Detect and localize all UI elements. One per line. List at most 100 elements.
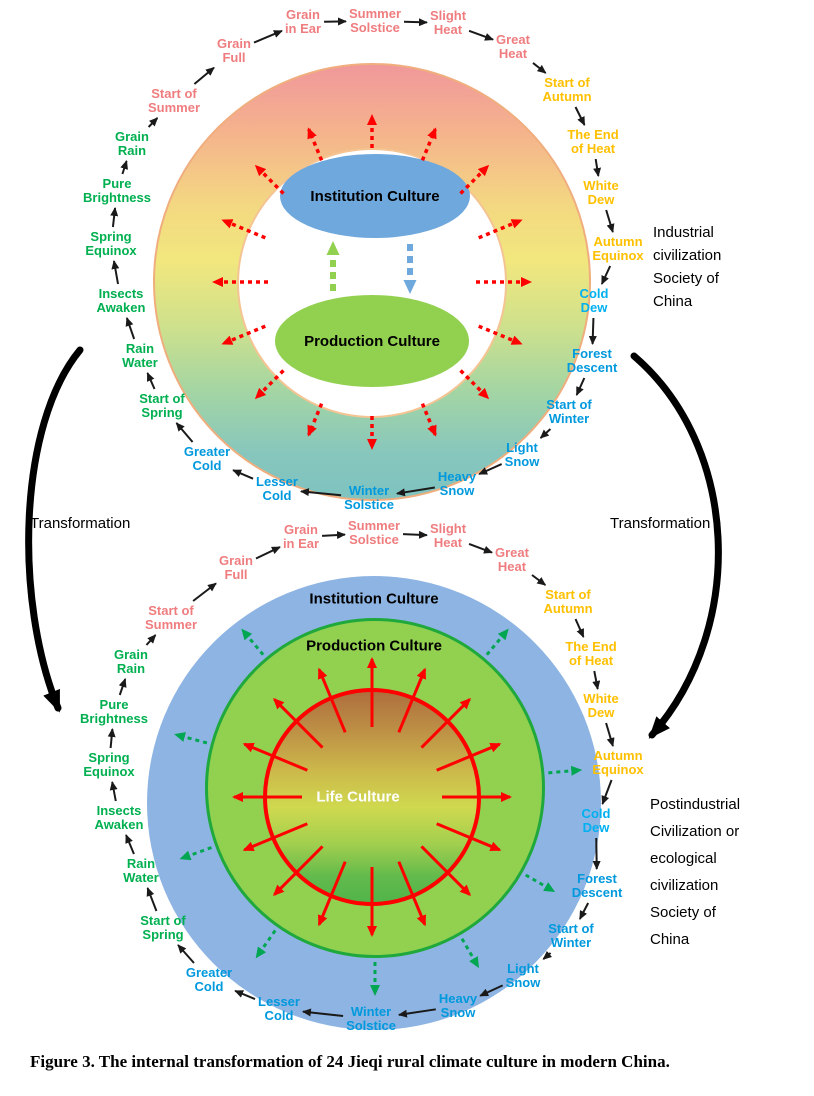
- transformation-label-left: Transformation: [30, 515, 131, 532]
- term-sequence-arrow: [588, 317, 597, 345]
- term-grain-rain-bottom: Grain Rain: [114, 647, 148, 676]
- term-start-of-winter-bottom: Start of Winter: [548, 921, 594, 950]
- term-sequence-arrow: [146, 372, 156, 390]
- term-sequence-arrow: [193, 66, 215, 85]
- industrial-society-label: Industrial civilization Society of China: [653, 224, 722, 310]
- term-greater-cold-bottom: Greater Cold: [185, 965, 233, 994]
- term-greater-cold-top: Greater Cold: [183, 444, 231, 473]
- term-grain-full-top: Grain Full: [217, 36, 251, 65]
- term-sequence-arrow: [468, 542, 493, 554]
- term-sequence-arrow: [107, 728, 116, 749]
- term-slight-heat-bottom: Slight Heat: [429, 521, 467, 550]
- term-start-of-autumn-top: Start of Autumn: [542, 75, 592, 104]
- term-spring-equinox-bottom: Spring Equinox: [83, 750, 135, 779]
- term-sequence-arrow: [146, 887, 158, 912]
- term-sequence-arrow: [592, 670, 601, 690]
- term-start-of-spring-top: Start of Spring: [139, 391, 185, 420]
- term-winter-solstice-bottom: Winter Solstice: [346, 1004, 396, 1033]
- term-forest-descent-top: Forest Descent: [566, 346, 618, 375]
- term-start-of-summer-bottom: Start of Summer: [144, 603, 198, 632]
- term-slight-heat-top: Slight Heat: [429, 8, 467, 37]
- term-sequence-arrow: [605, 722, 615, 747]
- institution-culture-label-top: Institution Culture: [310, 187, 440, 205]
- term-sequence-arrow: [145, 634, 157, 646]
- term-end-of-heat-bottom: The End of Heat: [565, 639, 617, 668]
- term-autumn-equinox-top: Autumn Equinox: [592, 234, 644, 263]
- term-grain-in-ear-top: Grain in Ear: [284, 7, 322, 36]
- term-light-snow-bottom: Light Snow: [505, 961, 541, 990]
- term-rain-water-top: Rain Water: [122, 341, 158, 370]
- term-pure-brightness-top: Pure Brightness: [83, 176, 151, 205]
- term-sequence-arrow: [192, 582, 217, 602]
- term-insects-awaken-top: Insects Awaken: [96, 286, 146, 315]
- term-summer-solstice-top: Summer Solstice: [348, 6, 402, 35]
- term-start-of-winter-top: Start of Winter: [546, 397, 592, 426]
- term-sequence-arrow: [253, 29, 283, 44]
- figure-caption: Figure 3. The internal transformation of…: [30, 1052, 670, 1071]
- institution-culture-label-bottom: Institution Culture: [309, 590, 439, 608]
- term-sequence-arrow: [175, 422, 194, 443]
- term-sequence-arrow: [110, 207, 119, 228]
- term-rain-water-bottom: Rain Water: [123, 856, 159, 885]
- transformation-label-right: Transformation: [610, 515, 711, 532]
- term-sequence-arrow: [125, 317, 136, 340]
- term-winter-solstice-top: Winter Solstice: [344, 483, 394, 512]
- institution-culture-ellipse: Institution Culture: [280, 154, 470, 238]
- term-heavy-snow-bottom: Heavy Snow: [438, 991, 478, 1020]
- term-sequence-arrow: [600, 265, 612, 285]
- term-autumn-equinox-bottom: Autumn Equinox: [592, 748, 644, 777]
- term-pure-brightness-bottom: Pure Brightness: [80, 697, 148, 726]
- term-sequence-arrow: [403, 18, 428, 27]
- term-sequence-arrow: [601, 779, 613, 805]
- production-culture-ellipse: Production Culture: [275, 295, 469, 387]
- production-culture-label-bottom: Production Culture: [306, 637, 442, 655]
- term-sequence-arrow: [539, 428, 552, 439]
- term-start-of-spring-bottom: Start of Spring: [140, 913, 186, 942]
- term-sequence-arrow: [111, 260, 120, 285]
- term-cold-dew-bottom: Cold Dew: [581, 806, 611, 835]
- term-sequence-arrow: [574, 106, 586, 126]
- term-sequence-arrow: [593, 158, 602, 177]
- term-sequence-arrow: [232, 469, 254, 480]
- term-grain-full-bottom: Grain Full: [219, 553, 253, 582]
- term-sequence-arrow: [574, 618, 585, 638]
- term-forest-descent-bottom: Forest Descent: [571, 871, 623, 900]
- term-sequence-arrow: [542, 950, 553, 960]
- term-light-snow-top: Light Snow: [504, 440, 540, 469]
- term-heavy-snow-top: Heavy Snow: [437, 469, 477, 498]
- term-end-of-heat-top: The End of Heat: [567, 127, 619, 156]
- term-sequence-arrow: [531, 574, 547, 586]
- term-sequence-arrow: [532, 62, 547, 74]
- term-cold-dew-top: Cold Dew: [579, 286, 609, 315]
- term-sequence-arrow: [125, 834, 135, 855]
- term-sequence-arrow: [578, 902, 590, 920]
- term-start-of-summer-top: Start of Summer: [147, 86, 201, 115]
- term-sequence-arrow: [120, 160, 128, 175]
- term-sequence-arrow: [255, 546, 281, 560]
- term-white-dew-top: White Dew: [583, 178, 619, 207]
- term-great-heat-bottom: Great Heat: [495, 545, 529, 574]
- term-sequence-arrow: [118, 678, 127, 696]
- term-sequence-arrow: [177, 944, 195, 964]
- term-sequence-arrow: [468, 29, 494, 41]
- term-sequence-arrow: [109, 781, 118, 802]
- term-insects-awaken-bottom: Insects Awaken: [94, 803, 144, 832]
- term-sequence-arrow: [147, 117, 159, 128]
- postindustrial-society-label: Postindustrial Civilization or ecologica…: [650, 796, 741, 948]
- term-summer-solstice-bottom: Summer Solstice: [347, 518, 401, 547]
- term-great-heat-top: Great Heat: [496, 32, 530, 61]
- term-lesser-cold-top: Lesser Cold: [256, 474, 298, 503]
- right-transformation-arrow: [630, 352, 722, 739]
- term-sequence-arrow: [575, 377, 586, 396]
- term-sequence-arrow: [402, 530, 428, 539]
- term-sequence-arrow: [605, 209, 615, 233]
- term-grain-in-ear-bottom: Grain in Ear: [282, 522, 320, 551]
- term-grain-rain-top: Grain Rain: [115, 129, 149, 158]
- term-white-dew-bottom: White Dew: [583, 691, 619, 720]
- production-culture-label-top: Production Culture: [304, 332, 440, 350]
- life-culture-label: Life Culture: [316, 788, 400, 806]
- term-sequence-arrow: [322, 531, 346, 540]
- term-start-of-autumn-bottom: Start of Autumn: [543, 587, 593, 616]
- term-lesser-cold-bottom: Lesser Cold: [258, 994, 300, 1023]
